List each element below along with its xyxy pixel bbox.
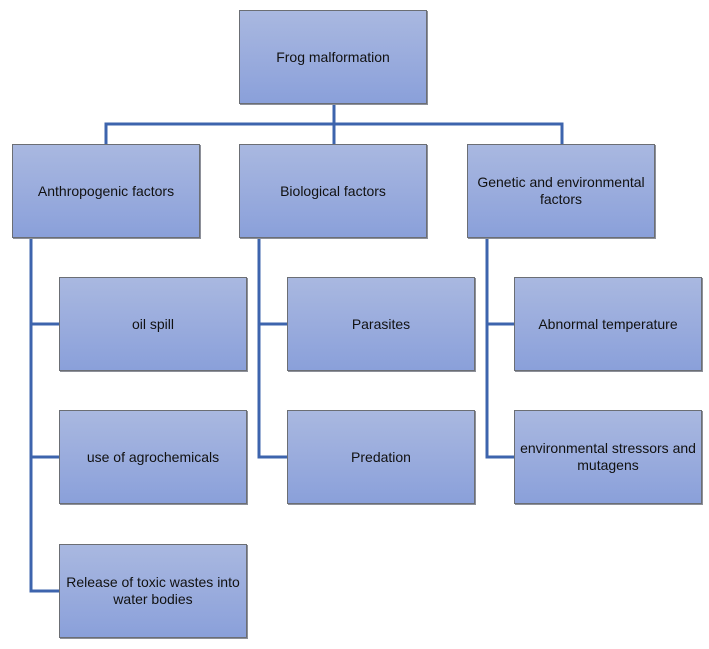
root-node: Frog malformation (239, 10, 427, 104)
category-node-anthropogenic: Anthropogenic factors (12, 144, 200, 238)
leaf-node-parasites: Parasites (287, 277, 475, 371)
connector-biological-children (257, 238, 287, 459)
root-node-label: Frog malformation (276, 48, 390, 65)
leaf-node-agrochemicals: use of agrochemicals (59, 410, 247, 504)
leaf-label: Abnormal temperature (538, 315, 678, 332)
leaf-label: environmental stressors and mutagens (520, 440, 696, 473)
connector-genetic-children (485, 238, 514, 459)
leaf-node-oil-spill: oil spill (59, 277, 247, 371)
leaf-node-predation: Predation (287, 410, 475, 504)
leaf-node-abnormal-temperature: Abnormal temperature (514, 277, 702, 371)
category-label: Biological factors (280, 182, 386, 199)
leaf-node-toxic-wastes: Release of toxic wastes into water bodie… (59, 544, 247, 638)
leaf-label: Predation (351, 448, 411, 465)
leaf-label: use of agrochemicals (86, 448, 220, 465)
leaf-label: oil spill (131, 315, 174, 332)
category-node-biological: Biological factors (239, 144, 427, 238)
category-node-genetic: Genetic and environmental factors (467, 144, 655, 238)
leaf-label: Parasites (351, 315, 411, 332)
connector-anthropogenic-children (29, 238, 59, 593)
category-label: Anthropogenic factors (37, 182, 175, 199)
leaf-label: Release of toxic wastes into water bodie… (66, 574, 240, 607)
category-label: Genetic and environmental factors (477, 174, 645, 207)
leaf-node-stressors-mutagens: environmental stressors and mutagens (514, 410, 702, 504)
